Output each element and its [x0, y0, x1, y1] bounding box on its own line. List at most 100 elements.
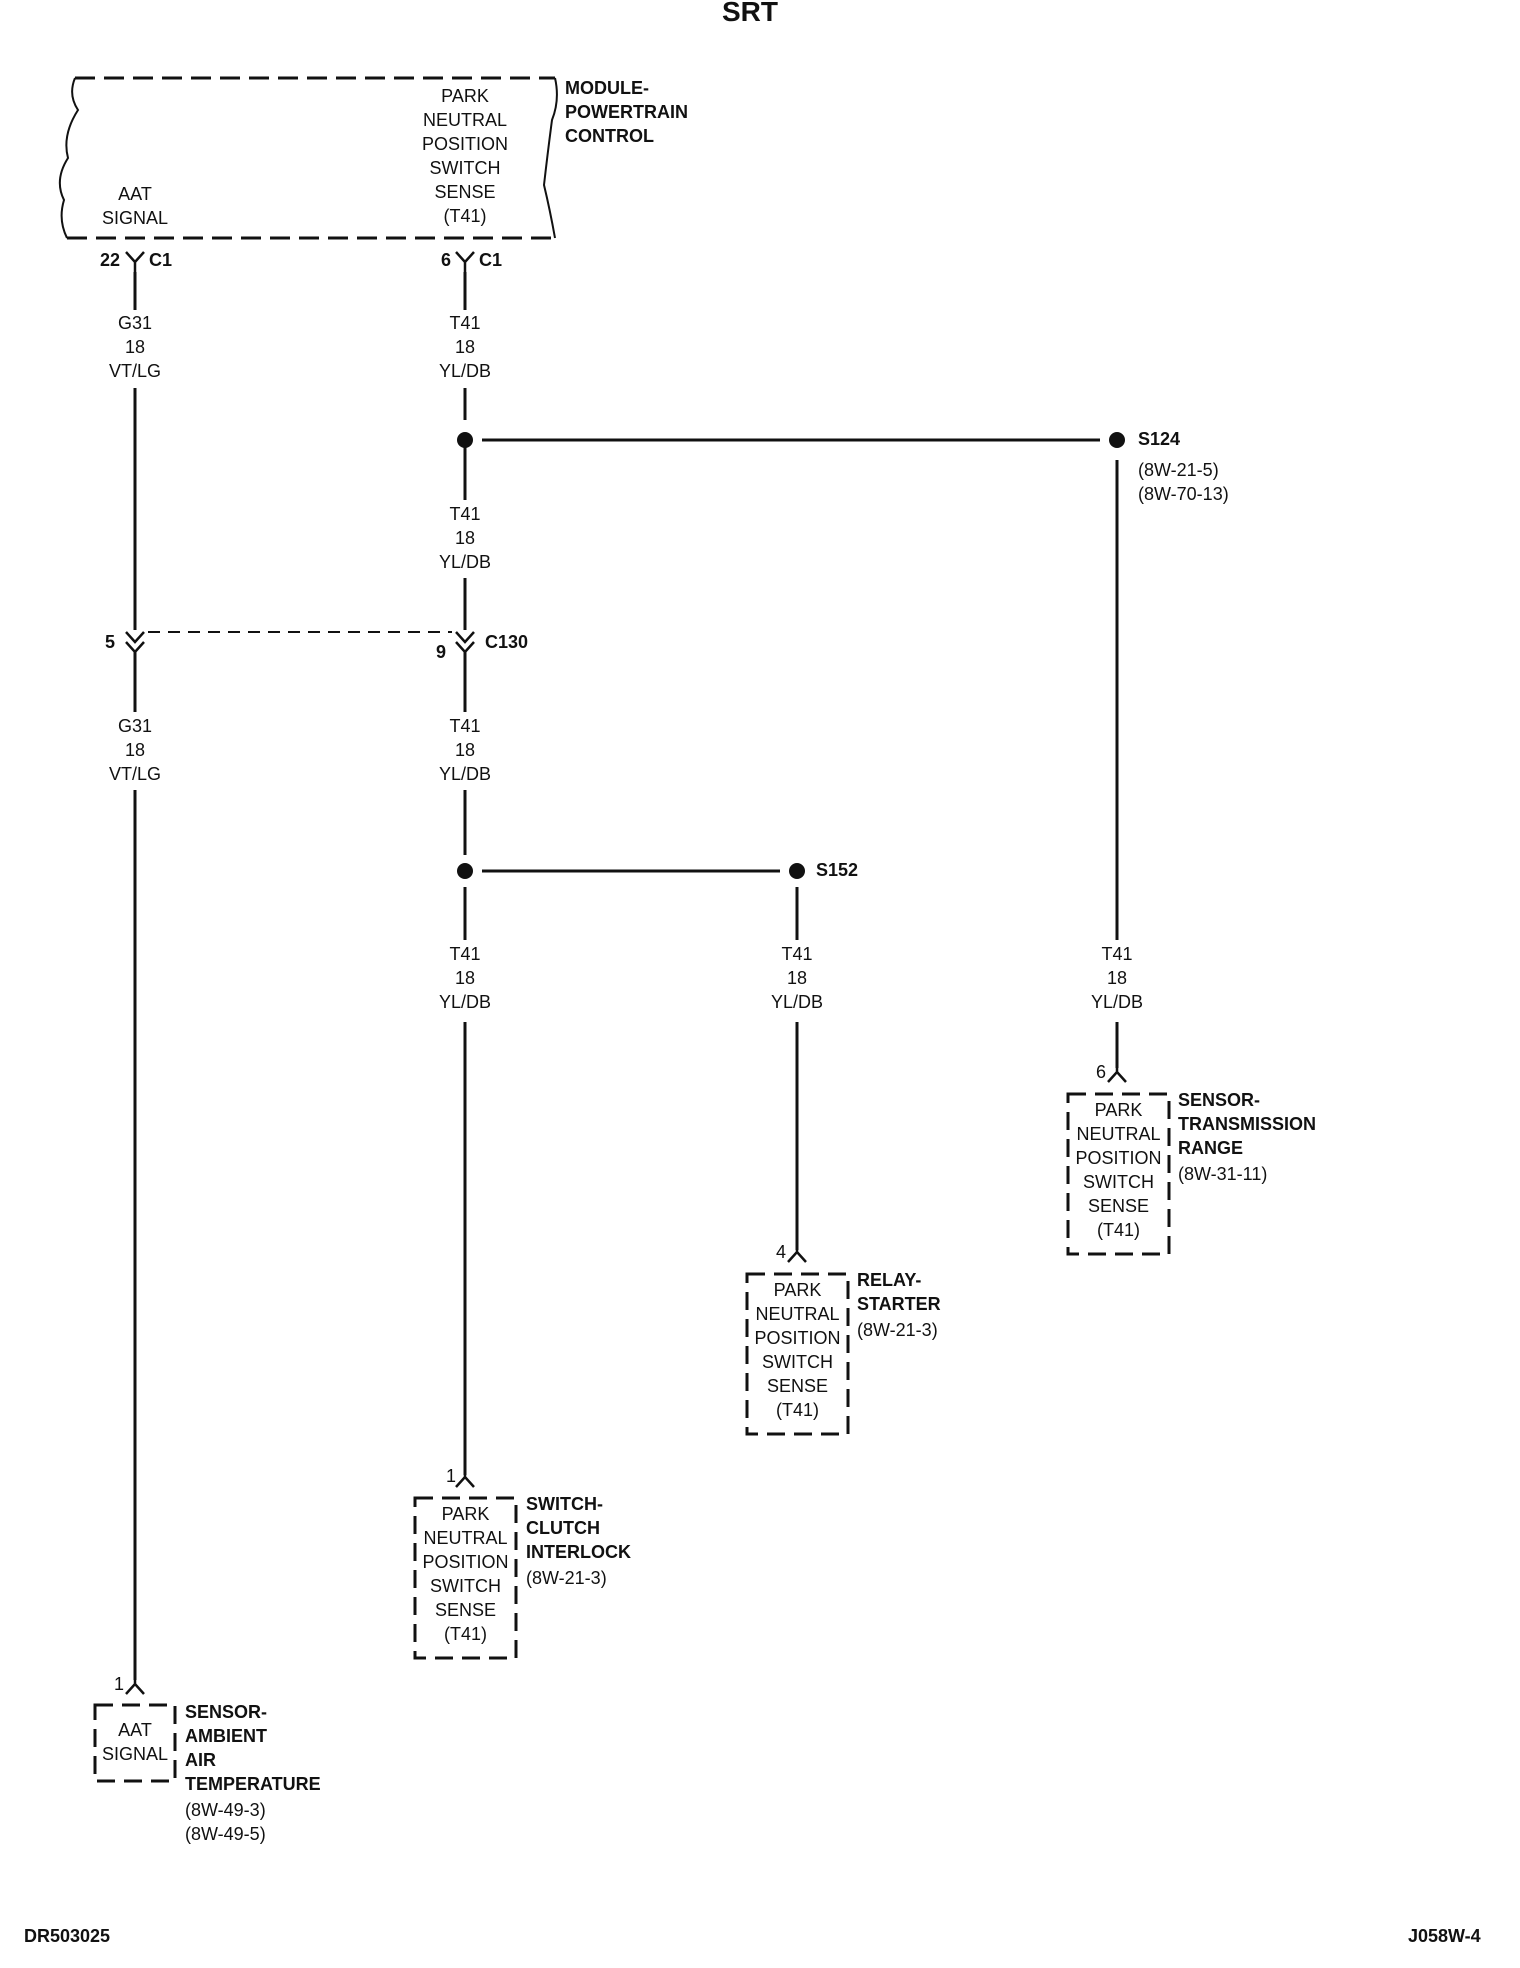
wire-circuit: T41 — [449, 504, 481, 524]
trs-component-name: SENSOR- TRANSMISSION RANGE — [1178, 1088, 1316, 1160]
component-name-line: AMBIENT — [185, 1726, 267, 1746]
splice-dot-trunk-upper — [457, 432, 473, 448]
wire-color: VT/LG — [108, 764, 161, 784]
wire-gauge: 18 — [454, 528, 476, 548]
c130-t41-pin-symbol — [455, 631, 475, 654]
clutch-pin-symbol — [455, 1475, 475, 1488]
aat-sensor-pin-symbol — [125, 1680, 145, 1695]
pin-label-line: SIGNAL — [101, 208, 169, 228]
page-title: SRT — [722, 0, 778, 27]
wire-gauge: 18 — [454, 968, 476, 988]
component-name-line: SENSOR- — [1178, 1090, 1261, 1110]
pin-label-line: (T41) — [443, 206, 487, 226]
wire-label-t41-upper: T41 18 YL/DB — [425, 311, 505, 383]
pcm-pnp-pin-number: 6 — [441, 250, 452, 270]
wire-circuit: T41 — [449, 716, 481, 736]
pin-label-line: SWITCH — [429, 158, 501, 178]
aat-component-name: SENSOR- AMBIENT AIR TEMPERATURE — [185, 1700, 321, 1796]
pin-label-line: PARK — [773, 1280, 822, 1300]
wire-label-t41-mid: T41 18 YL/DB — [425, 502, 505, 574]
wire-color: VT/LG — [108, 361, 161, 381]
pin-label-line: SENSE — [434, 1600, 497, 1620]
wire-label-t41-clutch: T41 18 YL/DB — [425, 942, 505, 1014]
component-name-line: TRANSMISSION — [1178, 1114, 1317, 1134]
component-name-line: STARTER — [857, 1294, 941, 1314]
wire-color: YL/DB — [770, 992, 824, 1012]
ref-line: (8W-31-11) — [1178, 1164, 1268, 1184]
component-name-line: SENSOR- — [185, 1702, 268, 1722]
ref-line: (8W-21-5) — [1138, 460, 1219, 480]
pin-label-line: SWITCH — [1083, 1172, 1154, 1192]
pin-label-line: PARK — [441, 1504, 490, 1524]
component-name-line: INTERLOCK — [526, 1542, 631, 1562]
wire-label-t41-trs: T41 18 YL/DB — [1077, 942, 1157, 1014]
pin-label-line: (T41) — [775, 1400, 819, 1420]
pin-label-line: NEUTRAL — [423, 1528, 508, 1548]
clutch-component-name: SWITCH- CLUTCH INTERLOCK — [526, 1492, 631, 1564]
wire-gauge: 18 — [786, 968, 808, 988]
pin-label-line: POSITION — [1075, 1148, 1162, 1168]
wire-circuit: T41 — [781, 944, 813, 964]
aat-pin-number: 1 — [114, 1674, 125, 1694]
wire-gauge: 18 — [124, 337, 146, 357]
wire-circuit: T41 — [449, 313, 481, 333]
relay-component-name: RELAY- STARTER — [857, 1268, 941, 1316]
pin-label-line: SWITCH — [430, 1576, 501, 1596]
component-name-line: RELAY- — [857, 1270, 922, 1290]
wire-gauge: 18 — [124, 740, 146, 760]
pin-label-line: SENSE — [434, 182, 496, 202]
s124-splice-name: S124 — [1138, 429, 1181, 449]
c130-g31-pin-symbol — [125, 631, 145, 654]
trs-pin-label: PARK NEUTRAL POSITION SWITCH SENSE (T41) — [1068, 1098, 1169, 1242]
splice-dot-trunk-lower — [457, 863, 473, 879]
pin-label-line: SIGNAL — [101, 1744, 169, 1764]
pin-label-line: SENSE — [1087, 1196, 1150, 1216]
wire-label-t41-relay: T41 18 YL/DB — [757, 942, 837, 1014]
wire-color: YL/DB — [438, 992, 492, 1012]
c130-pin-t41: 9 — [436, 642, 447, 662]
ref-line: (8W-49-5) — [185, 1824, 266, 1844]
pin-label-line: (T41) — [1096, 1220, 1140, 1240]
pcm-aat-pin-number: 22 — [100, 250, 121, 270]
component-name-line: SWITCH- — [526, 1494, 603, 1514]
clutch-component-outline — [413, 1496, 518, 1660]
wire-circuit: T41 — [1101, 944, 1133, 964]
wire-gauge: 18 — [1106, 968, 1128, 988]
clutch-component-refs: (8W-21-3) — [526, 1566, 607, 1590]
trs-pin-symbol — [1107, 1068, 1127, 1083]
s152-splice-name: S152 — [816, 860, 859, 880]
wire-color: YL/DB — [438, 764, 492, 784]
pcm-left-break — [58, 77, 80, 239]
c130-connector-name: C130 — [485, 632, 529, 652]
relay-component-outline — [745, 1272, 850, 1436]
wire-label-g31-upper: G31 18 VT/LG — [95, 311, 175, 383]
wire-color: YL/DB — [438, 552, 492, 572]
wire-label-g31-lower: G31 18 VT/LG — [95, 714, 175, 786]
pin-label-line: SENSE — [766, 1376, 829, 1396]
pin-label-line: PARK — [441, 86, 489, 106]
wire-circuit: G31 — [117, 313, 153, 333]
pin-label-line: NEUTRAL — [755, 1304, 840, 1324]
pcm-name-line: CONTROL — [565, 126, 654, 146]
pin-label-line: POSITION — [754, 1328, 841, 1348]
pin-label-line: (T41) — [443, 1624, 487, 1644]
relay-pin-label: PARK NEUTRAL POSITION SWITCH SENSE (T41) — [747, 1278, 848, 1422]
pin-label-line: NEUTRAL — [422, 110, 507, 130]
wire-color: YL/DB — [438, 361, 492, 381]
component-name-line: CLUTCH — [526, 1518, 600, 1538]
wire-gauge: 18 — [454, 740, 476, 760]
pcm-name-line: MODULE- — [565, 78, 649, 98]
pcm-aat-pin-symbol — [125, 251, 145, 272]
aat-component-refs: (8W-49-3) (8W-49-5) — [185, 1798, 266, 1846]
pcm-name-line: POWERTRAIN — [565, 102, 688, 122]
pcm-pnp-connector: C1 — [479, 250, 503, 270]
ref-line: (8W-21-3) — [857, 1320, 938, 1340]
s124-splice-refs: (8W-21-5) (8W-70-13) — [1138, 458, 1229, 506]
pcm-right-break — [542, 77, 558, 239]
aat-pin-label: AAT SIGNAL — [95, 1718, 175, 1766]
footer-left-code: DR503025 — [24, 1926, 111, 1946]
pin-label-line: POSITION — [421, 134, 508, 154]
wire-circuit: T41 — [449, 944, 481, 964]
pin-label-line: AAT — [118, 1720, 152, 1740]
